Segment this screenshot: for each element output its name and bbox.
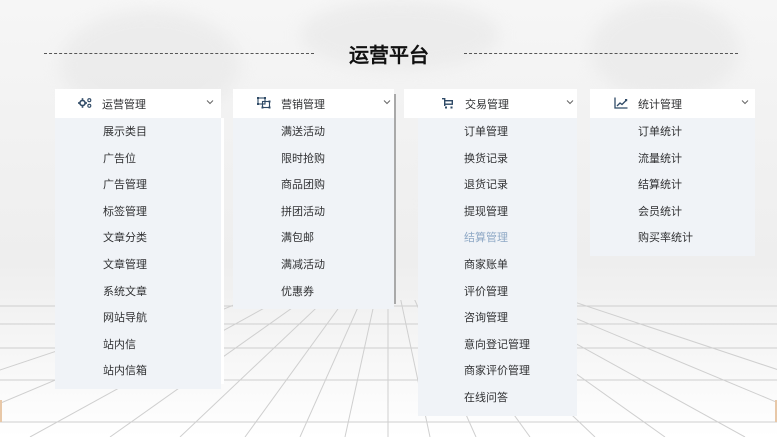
- chevron-down-icon[interactable]: [206, 98, 214, 106]
- menu-item-return-records[interactable]: 退货记录: [464, 178, 508, 192]
- background-map-shape: [590, 0, 740, 100]
- menu-item-intent-registration[interactable]: 意向登记管理: [464, 337, 530, 351]
- menu-item-exchange-records[interactable]: 换货记录: [464, 151, 508, 165]
- gears-icon: [78, 98, 92, 108]
- menu-item-flash-sale[interactable]: 限时抢购: [281, 151, 325, 165]
- menu-statistics: 统计管理 订单统计 流量统计 结算统计 会员统计 购买率统计: [590, 89, 755, 256]
- menu-item-inquiry-management[interactable]: 咨询管理: [464, 311, 508, 325]
- shopping-cart-icon: [442, 98, 453, 109]
- menu-statistics-title: 统计管理: [638, 98, 682, 111]
- page-title: 运营平台: [349, 42, 429, 67]
- page-header: 运营平台: [44, 38, 738, 68]
- menu-item-ad-slot[interactable]: 广告位: [103, 151, 136, 165]
- chevron-down-icon[interactable]: [383, 98, 391, 106]
- chevron-down-icon[interactable]: [741, 98, 749, 106]
- menu-item-site-navigation[interactable]: 网站导航: [103, 311, 147, 325]
- menu-item-traffic-stats[interactable]: 流量统计: [638, 151, 682, 165]
- menu-item-purchase-rate-stats[interactable]: 购买率统计: [638, 231, 693, 245]
- marketing-nodes-icon: [257, 97, 271, 109]
- menu-item-full-gift[interactable]: 满送活动: [281, 125, 325, 138]
- chevron-down-icon[interactable]: [566, 98, 574, 106]
- menu-item-settlement-stats[interactable]: 结算统计: [638, 178, 682, 192]
- menu-transactions: 交易管理 订单管理 换货记录 退货记录 提现管理 结算管理 商家账单 评价管理 …: [404, 89, 577, 416]
- menu-marketing-list: 满送活动 限时抢购 商品团购 拼团活动 满包邮 满减活动 优惠券: [233, 118, 394, 310]
- menu-item-tag-management[interactable]: 标签管理: [103, 204, 147, 218]
- menu-item-coupon[interactable]: 优惠券: [281, 284, 314, 298]
- title-divider-right: [464, 52, 738, 54]
- menu-marketing-title: 营销管理: [281, 98, 325, 111]
- menu-item-review-management[interactable]: 评价管理: [464, 284, 508, 298]
- menu-item-article-management[interactable]: 文章管理: [103, 257, 147, 271]
- menu-item-member-stats[interactable]: 会员统计: [638, 204, 682, 218]
- menu-statistics-list: 订单统计 流量统计 结算统计 会员统计 购买率统计: [590, 118, 755, 256]
- menu-item-system-article[interactable]: 系统文章: [103, 284, 147, 298]
- menu-transactions-title: 交易管理: [465, 98, 509, 111]
- menu-item-settlement-management[interactable]: 结算管理: [464, 231, 508, 245]
- menu-item-merchant-bills[interactable]: 商家账单: [464, 257, 508, 271]
- background-map-shape: [300, 0, 500, 70]
- menu-marketing-scrollbar[interactable]: [394, 94, 396, 304]
- menu-marketing-header[interactable]: 营销管理: [233, 89, 394, 118]
- menu-operations-header[interactable]: 运营管理: [55, 89, 221, 118]
- title-divider-left: [44, 52, 314, 54]
- menu-item-article-category[interactable]: 文章分类: [103, 231, 147, 245]
- menu-item-merchant-review-management[interactable]: 商家评价管理: [464, 364, 530, 378]
- menu-item-site-message[interactable]: 站内信: [103, 337, 136, 351]
- menu-item-display-category[interactable]: 展示类目: [103, 125, 147, 138]
- menu-marketing: 营销管理 满送活动 限时抢购 商品团购 拼团活动 满包邮 满减活动 优惠券: [233, 89, 394, 310]
- menu-transactions-header[interactable]: 交易管理: [404, 89, 577, 118]
- menu-operations-title: 运营管理: [102, 98, 146, 111]
- menu-item-ad-management[interactable]: 广告管理: [103, 178, 147, 192]
- menu-item-team-buy[interactable]: 拼团活动: [281, 204, 325, 218]
- menu-item-order-stats[interactable]: 订单统计: [638, 125, 682, 138]
- line-chart-icon: [614, 97, 628, 109]
- menu-item-free-shipping[interactable]: 满包邮: [281, 231, 314, 245]
- menu-item-withdrawal-management[interactable]: 提现管理: [464, 204, 508, 218]
- menu-item-order-management[interactable]: 订单管理: [464, 125, 508, 138]
- menu-operations-list: 展示类目 广告位 广告管理 标签管理 文章分类 文章管理 系统文章 网站导航 站…: [55, 118, 221, 389]
- menu-operations: 运营管理 展示类目 广告位 广告管理 标签管理 文章分类 文章管理 系统文章 网…: [55, 89, 221, 389]
- menu-statistics-header[interactable]: 统计管理: [590, 89, 755, 118]
- menu-item-site-inbox[interactable]: 站内信箱: [103, 364, 147, 378]
- menu-transactions-list: 订单管理 换货记录 退货记录 提现管理 结算管理 商家账单 评价管理 咨询管理 …: [418, 118, 577, 416]
- menu-item-online-qa[interactable]: 在线问答: [464, 390, 508, 404]
- menu-operations-right-border: [221, 118, 224, 384]
- edge-accent-right: [775, 400, 777, 422]
- menu-item-group-buy[interactable]: 商品团购: [281, 178, 325, 192]
- menu-item-full-reduction[interactable]: 满减活动: [281, 257, 325, 271]
- edge-accent-left: [0, 400, 2, 422]
